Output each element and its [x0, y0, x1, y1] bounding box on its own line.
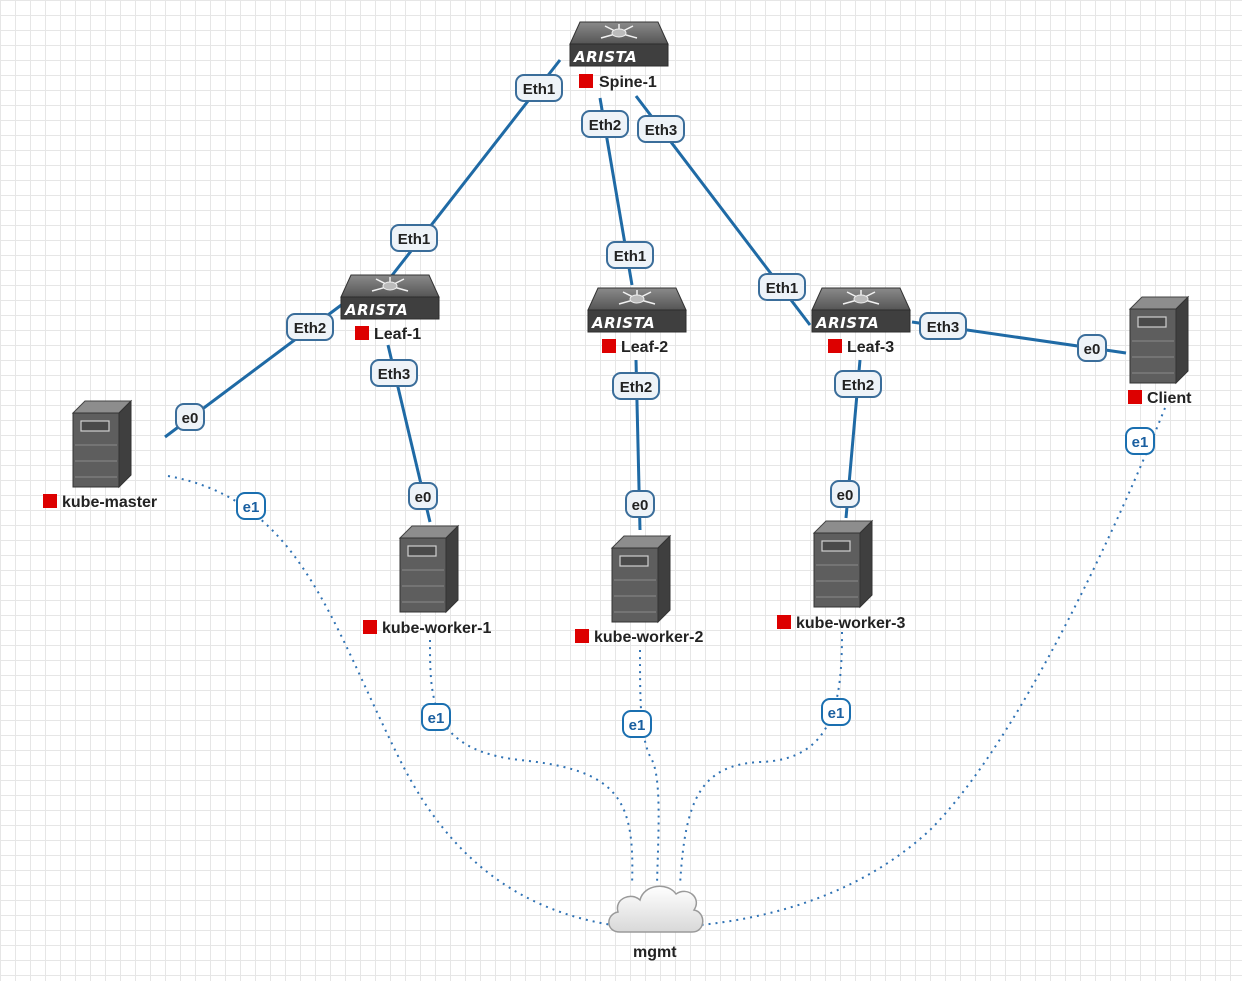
mgmt-link-kube-master[interactable]	[167, 475, 613, 926]
status-indicator-spine1	[579, 74, 593, 88]
mgmt-link-client[interactable]	[699, 407, 1166, 926]
node-client[interactable]	[1128, 295, 1190, 385]
port-badge-kube-worker-1-e1[interactable]: e1	[421, 703, 451, 731]
svg-text:e0: e0	[415, 489, 432, 506]
svg-text:e1: e1	[629, 717, 646, 734]
mgmt-link-kube-worker-3[interactable]	[679, 631, 843, 886]
status-indicator-leaf3	[828, 339, 842, 353]
switch-brand: ARISTA	[591, 314, 655, 332]
node-leaf1[interactable]: ARISTA	[340, 274, 440, 320]
switch-front	[340, 296, 440, 320]
svg-text:e0: e0	[632, 497, 649, 514]
server-side	[1175, 295, 1189, 385]
port-badge-kube-master-e1[interactable]: e1	[236, 492, 266, 520]
port-badge-leaf1-eth2[interactable]: Eth2	[286, 313, 334, 341]
port-badge-client-e0[interactable]: e0	[1077, 334, 1107, 362]
port-badge-spine1-eth2[interactable]: Eth2	[581, 110, 629, 138]
port-badge-leaf3-eth3[interactable]: Eth3	[919, 312, 967, 340]
switch-brand: ARISTA	[815, 314, 879, 332]
port-badge-kube-worker-2-e0[interactable]: e0	[625, 490, 655, 518]
node-leaf2[interactable]: ARISTA	[587, 287, 687, 333]
port-badge-kube-master-e0[interactable]: e0	[175, 403, 205, 431]
port-badge-kube-worker-1-e0[interactable]: e0	[408, 482, 438, 510]
server-side	[859, 519, 873, 609]
svg-text:e0: e0	[1084, 341, 1101, 358]
port-badge-kube-worker-3-e1[interactable]: e1	[821, 698, 851, 726]
svg-text:Eth1: Eth1	[398, 231, 431, 248]
svg-text:e0: e0	[837, 487, 854, 504]
svg-text:Eth1: Eth1	[614, 248, 647, 265]
status-indicator-kube-master	[43, 494, 57, 508]
node-kube-worker-2[interactable]	[610, 534, 672, 624]
node-label-kube-worker-3: kube-worker-3	[796, 615, 905, 632]
node-label-leaf2: Leaf-2	[621, 339, 668, 356]
node-label-spine1: Spine-1	[599, 74, 657, 91]
svg-text:e1: e1	[1132, 434, 1149, 451]
port-badge-leaf3-eth2[interactable]: Eth2	[834, 370, 882, 398]
port-badge-leaf2-eth2[interactable]: Eth2	[612, 372, 660, 400]
svg-text:e1: e1	[243, 499, 260, 516]
switch-front	[811, 309, 911, 333]
node-kube-worker-1[interactable]	[398, 524, 460, 614]
port-badge-leaf1-eth3[interactable]: Eth3	[370, 359, 418, 387]
port-badge-client-e1[interactable]: e1	[1125, 427, 1155, 455]
svg-text:Eth3: Eth3	[645, 122, 678, 139]
node-label-kube-worker-1: kube-worker-1	[382, 620, 491, 637]
switch-front	[569, 43, 669, 67]
node-label-mgmt: mgmt	[633, 944, 677, 961]
server-drive-icon	[821, 540, 851, 552]
status-indicator-leaf2	[602, 339, 616, 353]
svg-text:Eth3: Eth3	[378, 366, 411, 383]
svg-text:e1: e1	[428, 710, 445, 727]
status-indicator-kube-worker-1	[363, 620, 377, 634]
node-kube-worker-3[interactable]	[812, 519, 874, 609]
server-side	[445, 524, 459, 614]
node-label-leaf3: Leaf-3	[847, 339, 894, 356]
node-label-kube-worker-2: kube-worker-2	[594, 629, 703, 646]
server-drive-icon	[1137, 316, 1167, 328]
port-badge-kube-worker-2-e1[interactable]: e1	[622, 710, 652, 738]
server-drive-icon	[80, 420, 110, 432]
switch-brand: ARISTA	[344, 301, 408, 319]
port-badge-leaf1-eth1[interactable]: Eth1	[390, 224, 438, 252]
svg-text:Eth2: Eth2	[620, 379, 653, 396]
status-indicator-leaf1	[355, 326, 369, 340]
node-kube-master[interactable]	[71, 399, 133, 489]
server-side	[657, 534, 671, 624]
port-badge-leaf3-eth1[interactable]: Eth1	[758, 273, 806, 301]
svg-text:Eth2: Eth2	[589, 117, 622, 134]
server-drive-icon	[407, 545, 437, 557]
node-spine1[interactable]: ARISTA	[569, 21, 669, 67]
port-badges: Eth1 Eth1 Eth2 Eth1 Eth3 Eth1 Eth2 e0	[175, 74, 1155, 738]
svg-text:Eth2: Eth2	[842, 377, 875, 394]
svg-text:Eth3: Eth3	[927, 319, 960, 336]
status-indicator-kube-worker-2	[575, 629, 589, 643]
svg-text:Eth1: Eth1	[523, 81, 556, 98]
switch-front	[587, 309, 687, 333]
node-label-leaf1: Leaf-1	[374, 326, 421, 343]
status-indicator-kube-worker-3	[777, 615, 791, 629]
server-side	[118, 399, 132, 489]
svg-text:Eth2: Eth2	[294, 320, 327, 337]
node-mgmt[interactable]: mgmt	[608, 885, 704, 961]
links-layer	[164, 59, 1166, 926]
port-badge-kube-worker-3-e0[interactable]: e0	[830, 480, 860, 508]
port-badge-leaf2-eth1[interactable]: Eth1	[606, 241, 654, 269]
node-label-kube-master: kube-master	[62, 494, 157, 511]
mgmt-link-kube-worker-2[interactable]	[639, 649, 660, 886]
server-drive-icon	[619, 555, 649, 567]
svg-text:e1: e1	[828, 705, 845, 722]
svg-text:Eth1: Eth1	[766, 280, 799, 297]
node-leaf3[interactable]: ARISTA	[811, 287, 911, 333]
switch-brand: ARISTA	[573, 48, 637, 66]
port-badge-spine1-eth1[interactable]: Eth1	[515, 74, 563, 102]
status-indicator-client	[1128, 390, 1142, 404]
port-badge-spine1-eth3[interactable]: Eth3	[637, 115, 685, 143]
node-label-client: Client	[1147, 390, 1192, 407]
cloud-icon	[608, 885, 704, 933]
svg-text:e0: e0	[182, 410, 199, 427]
